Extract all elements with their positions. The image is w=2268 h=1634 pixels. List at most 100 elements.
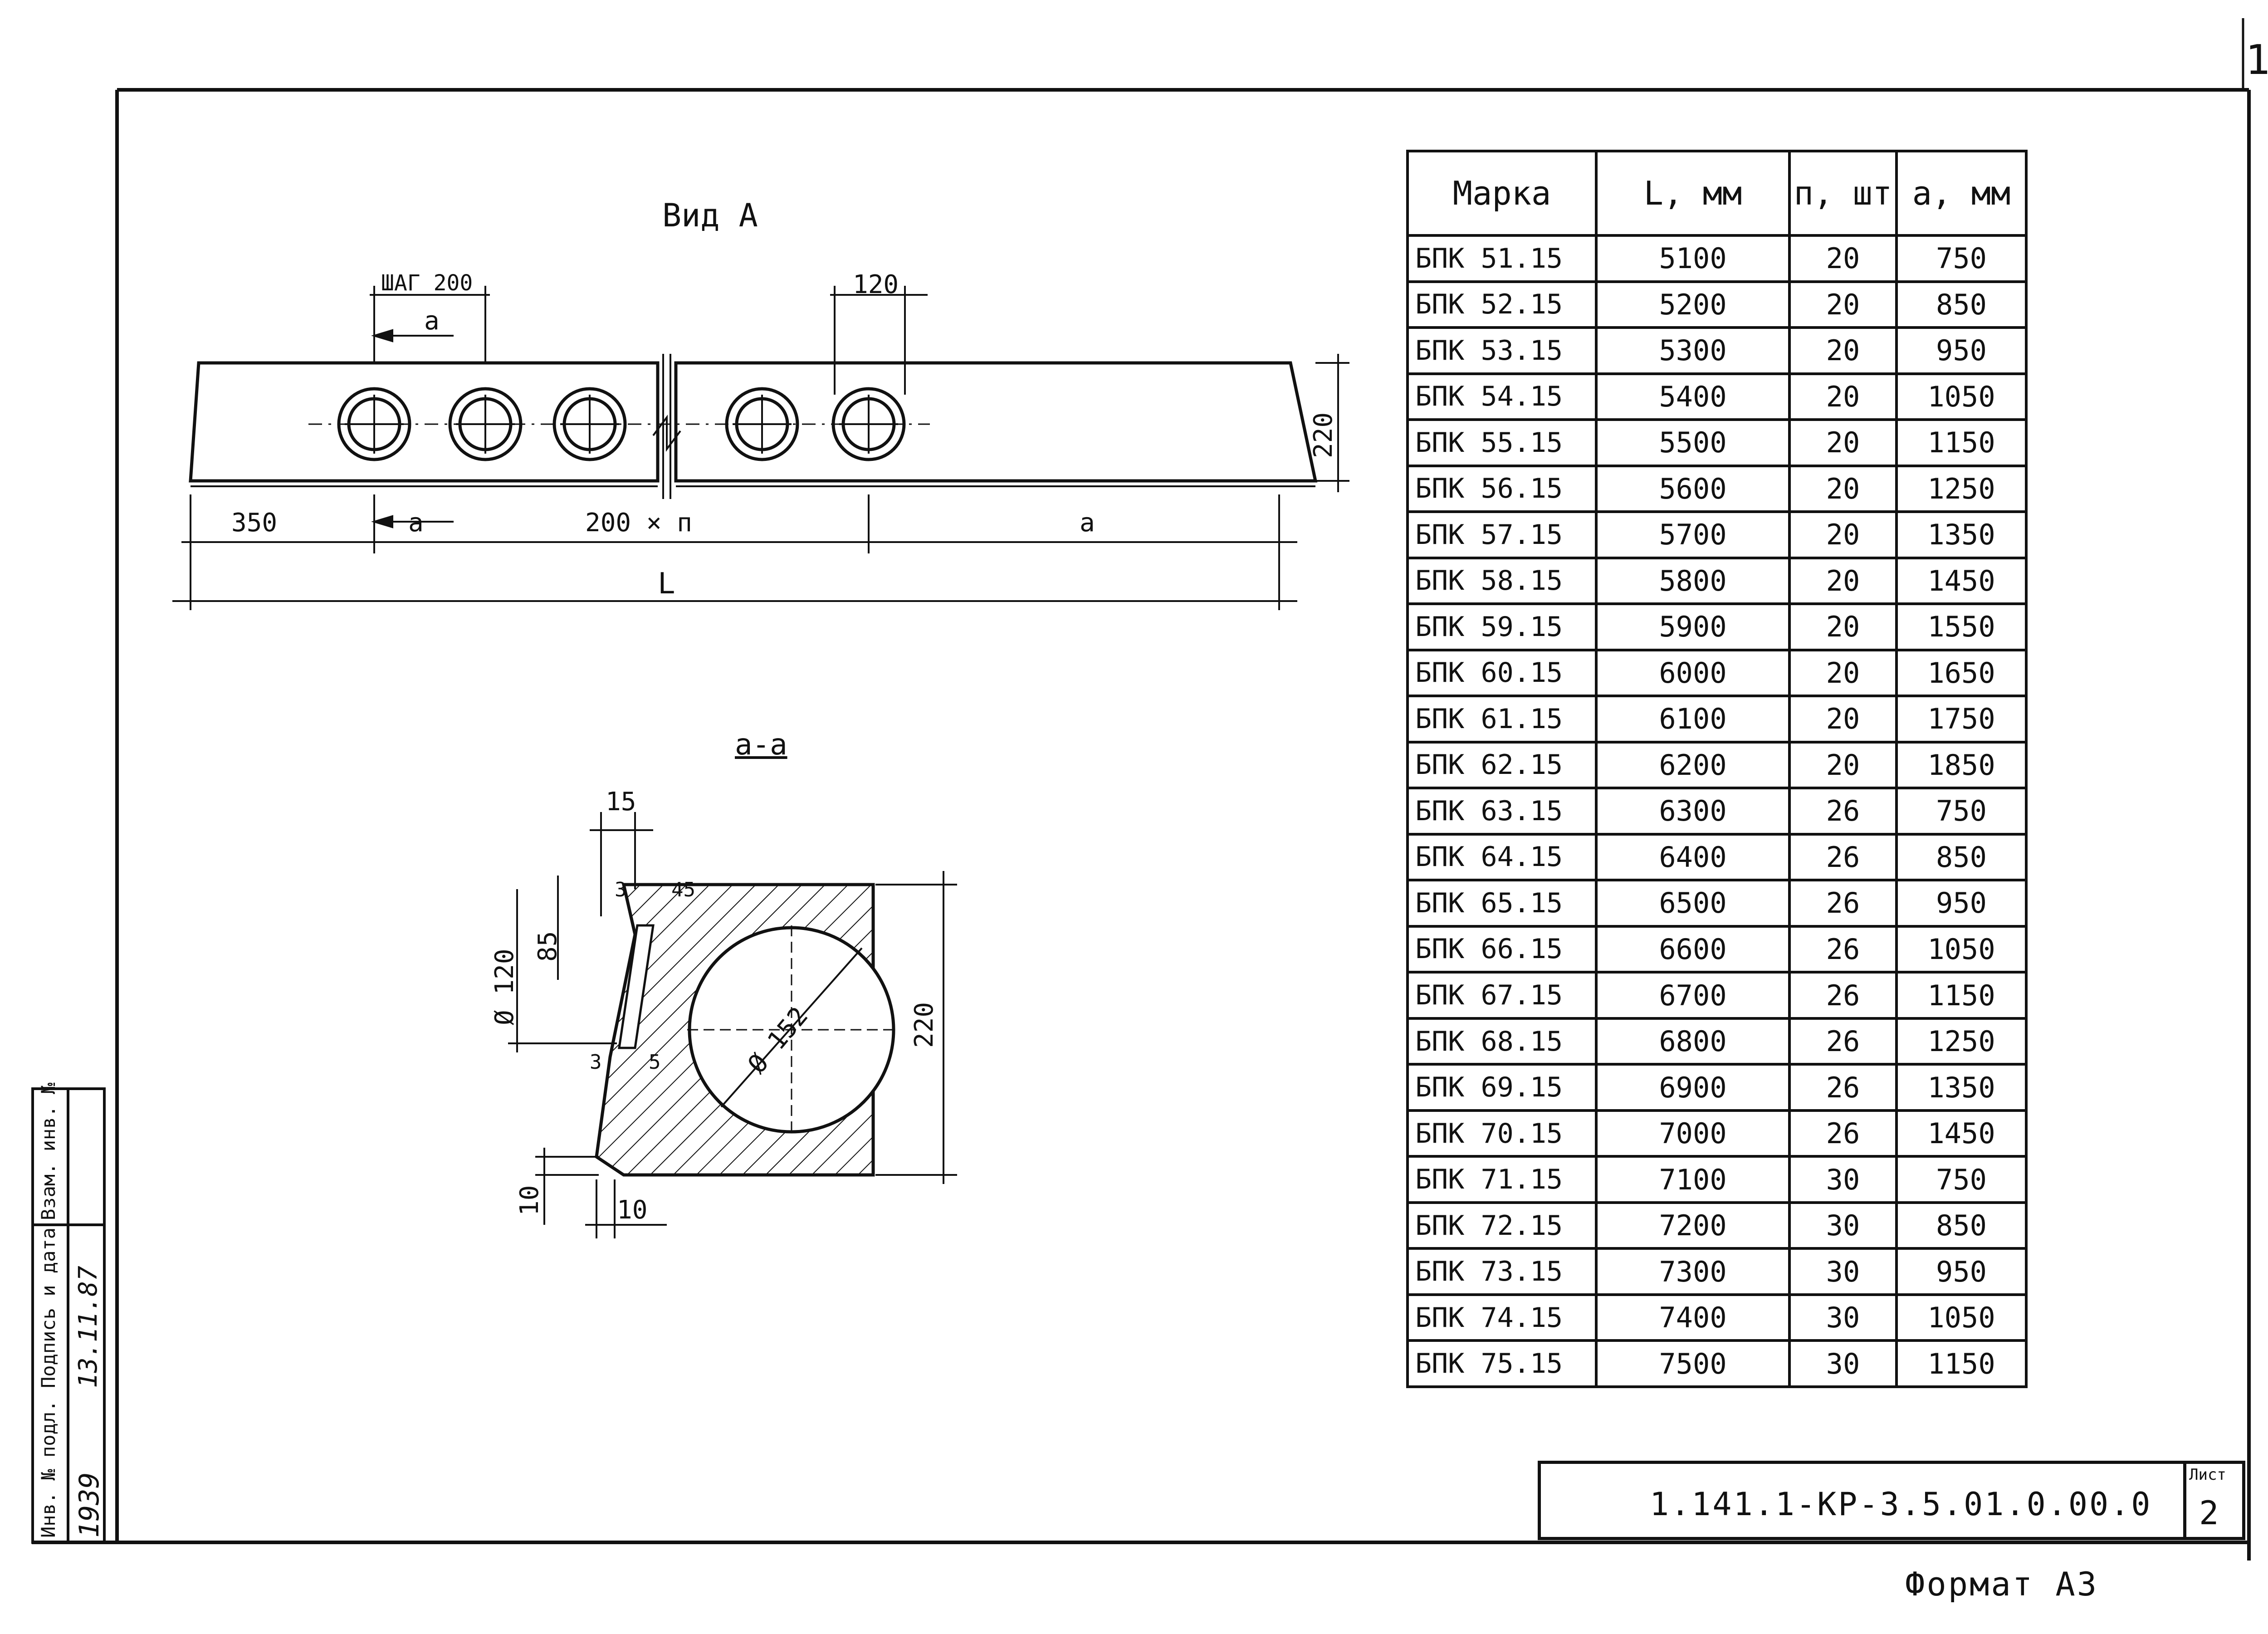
cell-length: 7400 xyxy=(1595,1293,1791,1342)
dim-3-top: 3 xyxy=(615,878,627,901)
step-label: ШАГ 200 xyxy=(381,270,473,296)
side-stamp-lines xyxy=(31,1087,106,1544)
dim-L: L xyxy=(658,567,675,601)
cell-a: 1150 xyxy=(1895,1339,2028,1388)
dim-15: 15 xyxy=(606,787,636,817)
stamp-signature-date: Подпись и дата xyxy=(37,1227,59,1388)
cell-a: 950 xyxy=(1895,1247,2028,1296)
cell-length: 7100 xyxy=(1595,1155,1791,1204)
cell-count: 20 xyxy=(1788,372,1898,421)
cell-count: 30 xyxy=(1788,1339,1898,1388)
dim-a-left: а xyxy=(408,508,424,538)
side-stamp: Инв. № подл. Подпись и дата Взам. инв. №… xyxy=(33,1083,105,1542)
dim-120: 120 xyxy=(853,270,899,299)
cell-count: 26 xyxy=(1788,925,1898,974)
cell-length: 6100 xyxy=(1595,695,1791,744)
cell-mark: БПК 56.15 xyxy=(1406,464,1598,514)
cell-a: 1250 xyxy=(1895,1017,2028,1066)
cell-count: 20 xyxy=(1788,326,1898,375)
cell-length: 6800 xyxy=(1595,1017,1791,1066)
cell-length: 5100 xyxy=(1595,234,1791,283)
dim-10-bottom: 10 xyxy=(617,1195,648,1225)
page-number: 10 xyxy=(2245,36,2268,84)
cell-mark: БПК 62.15 xyxy=(1406,740,1598,790)
cell-a: 1350 xyxy=(1895,510,2028,559)
dim-350: 350 xyxy=(231,508,278,538)
cell-mark: БПК 65.15 xyxy=(1406,879,1598,928)
cell-a: 850 xyxy=(1895,832,2028,882)
hole-4 xyxy=(725,387,799,461)
cell-a: 1650 xyxy=(1895,648,2028,698)
cell-length: 5700 xyxy=(1595,510,1791,559)
cell-mark: БПК 60.15 xyxy=(1406,648,1598,698)
cell-length: 5800 xyxy=(1595,556,1791,606)
cell-mark: БПК 55.15 xyxy=(1406,418,1598,467)
cell-mark: БПК 71.15 xyxy=(1406,1155,1598,1204)
cell-a: 1050 xyxy=(1895,372,2028,421)
cell-count: 26 xyxy=(1788,1017,1898,1066)
cell-mark: БПК 58.15 xyxy=(1406,556,1598,606)
cell-length: 7500 xyxy=(1595,1339,1791,1388)
cell-length: 7000 xyxy=(1595,1109,1791,1158)
cell-count: 26 xyxy=(1788,1109,1898,1158)
dim-85: 85 xyxy=(533,931,562,962)
beam-elevation xyxy=(189,354,1318,499)
stamp-date: 13.11.87 xyxy=(73,1266,103,1388)
drawing-frame xyxy=(32,18,2251,1561)
cell-length: 5400 xyxy=(1595,372,1791,421)
cell-mark: БПК 53.15 xyxy=(1406,326,1598,375)
document-code: 1.141.1-КР-3.5.01.0.00.0 xyxy=(1650,1486,2152,1523)
cell-count: 30 xyxy=(1788,1247,1898,1296)
cell-count: 20 xyxy=(1788,510,1898,559)
cell-length: 6400 xyxy=(1595,832,1791,882)
dim-220-view: 220 xyxy=(1309,412,1338,458)
cell-mark: БПК 59.15 xyxy=(1406,602,1598,651)
cell-count: 26 xyxy=(1788,787,1898,836)
cell-mark: БПК 73.15 xyxy=(1406,1247,1598,1296)
title-block: 1.141.1-КР-3.5.01.0.00.0 Лист 2 xyxy=(1538,1461,2245,1540)
hole-5 xyxy=(831,387,906,461)
cell-a: 750 xyxy=(1895,787,2028,836)
cell-a: 1050 xyxy=(1895,925,2028,974)
cell-count: 26 xyxy=(1788,1063,1898,1112)
dim-3-mid: 3 xyxy=(590,1051,602,1074)
cross-section xyxy=(595,883,896,1177)
cell-count: 20 xyxy=(1788,418,1898,467)
section-title: а-а xyxy=(735,728,787,762)
table-header-row: Марка L, мм п, шт а, мм xyxy=(1406,150,2028,237)
cell-mark: БПК 51.15 xyxy=(1406,234,1598,283)
dim-a-right: а xyxy=(1080,508,1095,538)
beam-holes xyxy=(337,387,906,461)
cell-a: 1250 xyxy=(1895,464,2028,514)
cell-count: 26 xyxy=(1788,971,1898,1020)
dim-200n: 200 × п xyxy=(585,508,693,538)
stamp-replace-inv: Взам. инв. № xyxy=(37,1082,59,1220)
cell-length: 6900 xyxy=(1595,1063,1791,1112)
cell-a: 1150 xyxy=(1895,418,2028,467)
cell-a: 850 xyxy=(1895,280,2028,329)
cell-length: 6000 xyxy=(1595,648,1791,698)
hole-3 xyxy=(552,387,627,461)
cell-length: 6500 xyxy=(1595,879,1791,928)
cell-a: 1750 xyxy=(1895,695,2028,744)
cell-mark: БПК 61.15 xyxy=(1406,695,1598,744)
dim-d120: Ø 120 xyxy=(490,949,519,1025)
cell-a: 850 xyxy=(1895,1201,2028,1250)
header-mark: Марка xyxy=(1406,150,1598,237)
header-length: L, мм xyxy=(1595,150,1791,237)
sheet-label: Лист xyxy=(2189,1466,2226,1484)
cell-count: 20 xyxy=(1788,740,1898,790)
